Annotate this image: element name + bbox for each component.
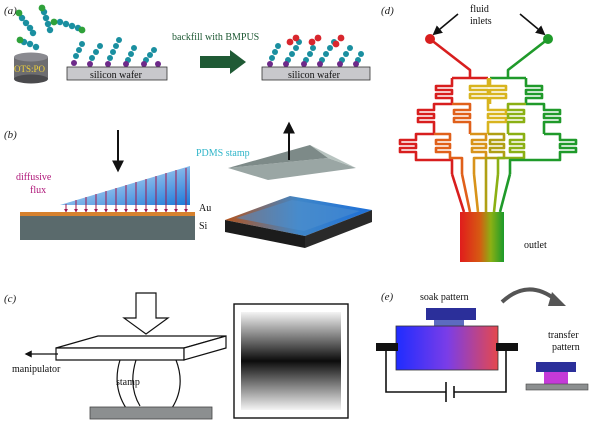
base-plate: [89, 406, 213, 420]
transfer-label-2: pattern: [552, 342, 580, 353]
electric-circuit: [385, 351, 507, 402]
electrode-left: [376, 343, 398, 351]
transfer-stamp-feature: [544, 372, 568, 384]
stamp-plate-front: [55, 347, 185, 361]
panel-a: (a) OTS:PO: [4, 4, 371, 84]
silicon-wafer-right: [261, 66, 371, 81]
panel-a-label: (a): [4, 5, 17, 17]
gradient-result-pattern: [241, 312, 341, 410]
patterned-slab: [225, 196, 372, 248]
panel-c: (c) stamp manipulator: [4, 292, 349, 420]
microfluidic-channels: [398, 37, 578, 213]
panel-d-label: (d): [381, 5, 394, 17]
outlet-channel: [460, 212, 504, 262]
panel-d: (d) fluid inlets: [381, 4, 578, 262]
panel-c-label: (c): [4, 293, 17, 305]
transfer-stamp-top: [536, 362, 576, 372]
inlet-arrow-right-icon: [519, 13, 546, 36]
process-arrow-icon: [200, 50, 246, 74]
stamp-label: stamp: [116, 377, 140, 388]
silicon-wafer-left: [66, 66, 168, 81]
transfer-label-1: transfer: [548, 330, 579, 341]
flux-label-2: flux: [30, 185, 46, 196]
floating-molecules: [15, 4, 86, 51]
manipulator-label: manipulator: [12, 364, 61, 375]
soak-pattern-label: soak pattern: [420, 292, 469, 303]
stamp-plate-side: [183, 335, 227, 361]
au-layer: [20, 212, 195, 216]
wafer-left-label: silicon wafer: [90, 70, 143, 81]
outlet-label: outlet: [524, 240, 547, 251]
gel-block: [395, 325, 499, 371]
si-substrate: [20, 216, 195, 240]
panel-b-label: (b): [4, 129, 17, 141]
si-label: Si: [199, 221, 208, 232]
press-arrow-icon: [122, 292, 170, 335]
inlet-label-1: fluid: [470, 4, 489, 15]
inlet-label-2: inlets: [470, 16, 492, 27]
transfer-substrate: [525, 383, 589, 391]
wafer-left-group: silicon wafer: [66, 37, 168, 81]
inlet-arrow-left-icon: [432, 13, 459, 36]
soak-stamp-top: [426, 308, 476, 320]
pdms-stamp-label: PDMS stamp: [196, 148, 250, 159]
ots-po-label: OTS:PO: [14, 64, 46, 74]
wafer-right-label: silicon wafer: [288, 70, 341, 81]
diffusive-flux-arrows: [64, 168, 188, 213]
panel-b: (b) diffusive flux Au Si PDMS st: [4, 121, 372, 248]
transfer-curved-arrow-icon: [500, 287, 558, 304]
flux-label-1: diffusive: [16, 172, 52, 183]
backfill-step-label: backfill with BMPUS: [172, 32, 259, 43]
ots-po-container: OTS:PO: [14, 52, 48, 84]
soak-stamp-feature: [434, 320, 464, 328]
lifted-stamp: [228, 145, 356, 180]
panel-e: (e) soak pattern transfer pattern: [376, 287, 589, 402]
au-label: Au: [199, 203, 211, 214]
pdms-stamp-wedge: [60, 166, 190, 205]
panel-e-label: (e): [381, 291, 394, 303]
electrode-right: [496, 343, 518, 351]
wafer-right-group: silicon wafer: [261, 34, 371, 81]
